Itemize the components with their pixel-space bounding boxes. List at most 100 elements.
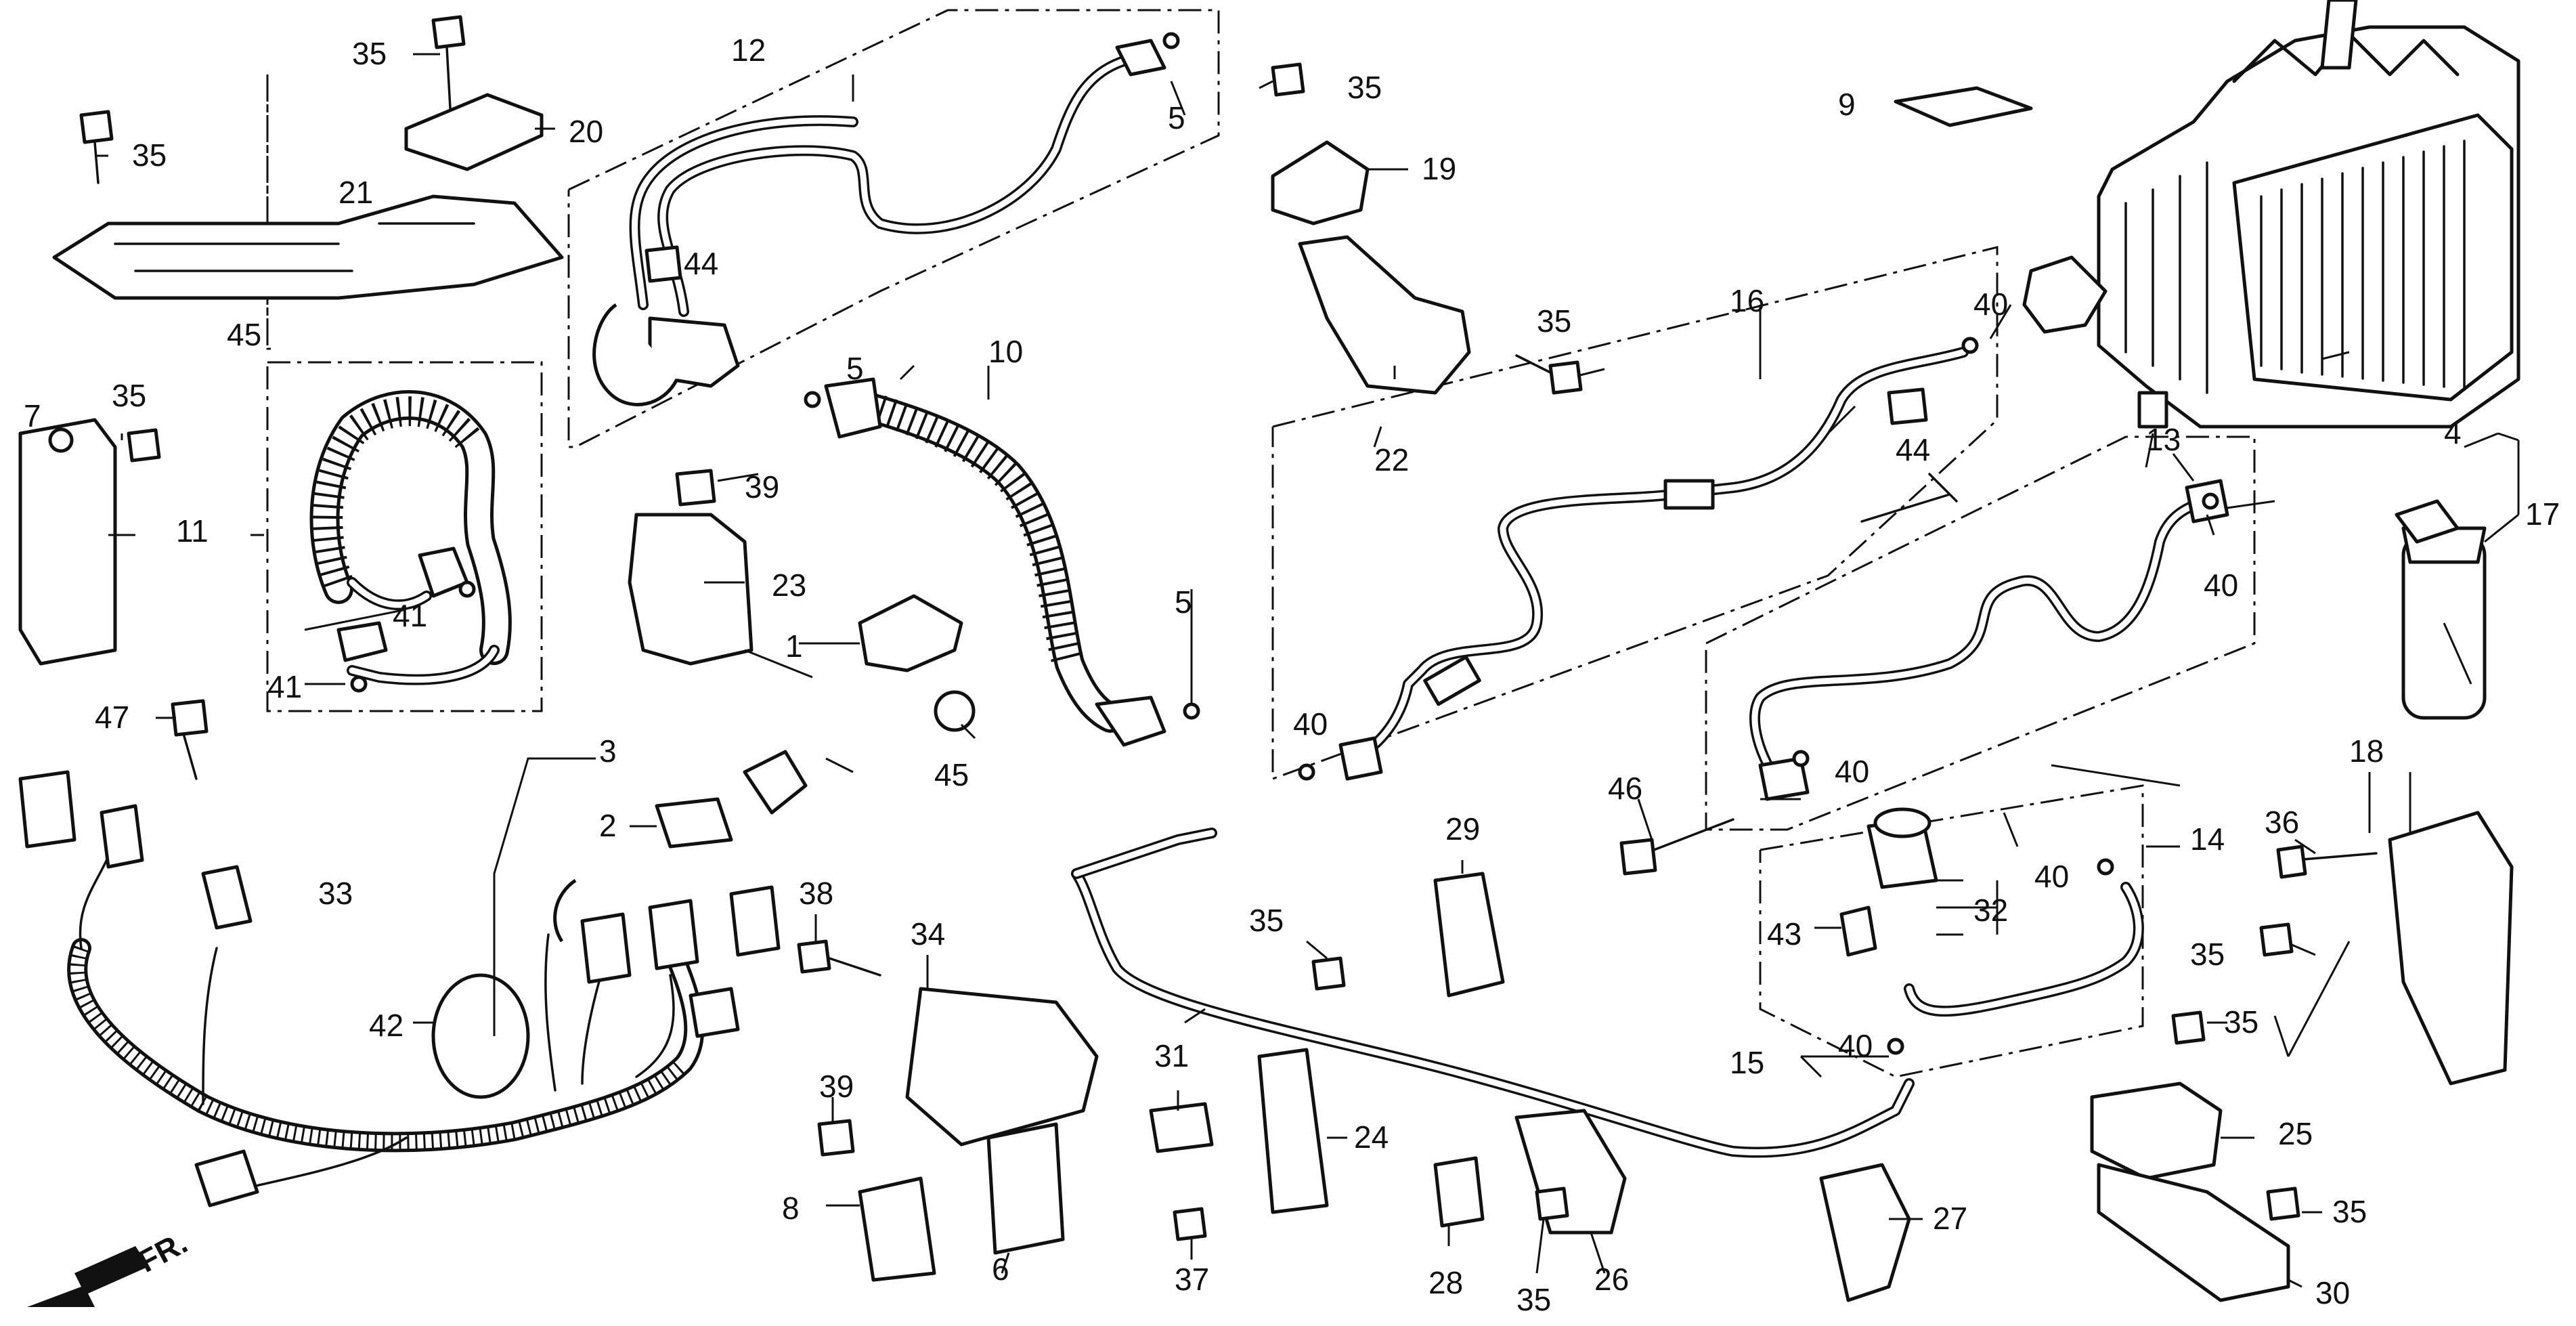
callout-43: 43 xyxy=(1767,916,1802,951)
callout-16: 16 xyxy=(1730,283,1764,318)
bolt-35-group xyxy=(79,15,2300,1221)
callout-3: 3 xyxy=(599,733,617,769)
callout-41: 41 xyxy=(267,669,302,704)
callout-23: 23 xyxy=(772,568,806,603)
callout-40: 40 xyxy=(1973,286,2008,322)
callout-17: 17 xyxy=(2525,496,2560,532)
callout-4: 4 xyxy=(2444,415,2462,450)
bolt-37 xyxy=(1173,1207,1207,1241)
callout-9: 9 xyxy=(1838,87,1856,122)
callout-45: 45 xyxy=(227,317,261,352)
grommet-45 xyxy=(934,690,976,732)
grommet-3 xyxy=(743,750,808,815)
callout-35: 35 xyxy=(352,36,387,71)
bolt-46 xyxy=(1619,838,1657,876)
callout-47: 47 xyxy=(95,700,129,735)
clamp-25 xyxy=(2090,1082,2223,1180)
callout-40: 40 xyxy=(2034,859,2069,894)
callout-5: 5 xyxy=(1168,100,1185,135)
pipe-15 xyxy=(1071,828,1915,1158)
wire-harness xyxy=(18,770,781,1207)
callout-25: 25 xyxy=(2278,1116,2313,1151)
callout-19: 19 xyxy=(1422,151,1456,186)
callout-1: 1 xyxy=(785,628,803,664)
pipe-16 xyxy=(1338,347,1969,781)
bracket-23 xyxy=(628,513,754,666)
front-marker-label: FR. xyxy=(132,1224,193,1279)
label-plate xyxy=(1894,86,2033,127)
callout-44: 44 xyxy=(1896,432,1930,467)
front-arrow: FR. xyxy=(27,1224,193,1307)
callout-20: 20 xyxy=(569,114,603,149)
bracket-34 xyxy=(905,987,1099,1147)
nut-39 xyxy=(675,469,716,507)
bracket-20 xyxy=(404,93,544,171)
callout-10: 10 xyxy=(988,334,1023,369)
callout-14: 14 xyxy=(2190,821,2225,857)
clip-31 xyxy=(1149,1102,1214,1153)
callout-41: 41 xyxy=(393,598,427,633)
clip-43 xyxy=(1839,905,1877,957)
callout-28: 28 xyxy=(1428,1265,1463,1300)
group-box-11 xyxy=(266,361,543,712)
plug-2 xyxy=(655,797,733,849)
callout-13: 13 xyxy=(2146,422,2181,457)
callout-45: 45 xyxy=(934,757,969,792)
callout-5: 5 xyxy=(846,351,864,386)
callout-38: 38 xyxy=(799,876,833,911)
relay-8 xyxy=(858,1176,936,1282)
bracket-26 xyxy=(1514,1109,1627,1235)
callout-39: 39 xyxy=(819,1069,854,1104)
hose-10 xyxy=(824,377,1166,747)
evaporator-unit xyxy=(2022,0,2520,429)
bolt-38 xyxy=(797,939,831,974)
callout-7: 7 xyxy=(24,398,41,433)
callout-40: 40 xyxy=(2204,568,2238,603)
bracket-22 xyxy=(1298,235,1471,395)
pipe-12 xyxy=(592,39,1166,406)
callout-35: 35 xyxy=(2224,1004,2258,1040)
callout-40: 40 xyxy=(1293,706,1328,742)
bracket-27 xyxy=(1819,1163,1911,1302)
callout-5: 5 xyxy=(1175,584,1192,620)
callout-15: 15 xyxy=(1730,1045,1764,1080)
callout-35: 35 xyxy=(1249,903,1284,938)
callout-35: 35 xyxy=(1516,1282,1551,1317)
callout-12: 12 xyxy=(731,33,766,68)
callout-37: 37 xyxy=(1175,1262,1209,1297)
callout-22: 22 xyxy=(1374,442,1409,477)
bracket-18 xyxy=(2388,811,2514,1086)
callout-21: 21 xyxy=(339,175,373,210)
nut-44 xyxy=(645,245,682,283)
bracket-30 xyxy=(2097,1163,2290,1302)
bolt-36 xyxy=(2276,844,2307,879)
callout-6: 6 xyxy=(992,1252,1009,1287)
callout-40: 40 xyxy=(1838,1028,1873,1063)
callout-31: 31 xyxy=(1154,1038,1189,1073)
callout-11: 11 xyxy=(176,513,209,549)
bracket-29 xyxy=(1433,872,1505,998)
callout-2: 2 xyxy=(599,808,617,843)
callout-35: 35 xyxy=(1347,70,1382,105)
callout-39: 39 xyxy=(745,469,779,505)
bolt-47 xyxy=(171,699,209,737)
clamp-42 xyxy=(431,973,530,1099)
callout-24: 24 xyxy=(1354,1119,1389,1155)
callout-18: 18 xyxy=(2349,733,2384,769)
callout-26: 26 xyxy=(1594,1262,1629,1297)
callout-42: 42 xyxy=(369,1008,403,1043)
clamp-1 xyxy=(858,594,963,672)
relay-6 xyxy=(986,1122,1065,1255)
group-box-14 xyxy=(1759,784,2144,1078)
callout-33: 33 xyxy=(318,876,353,911)
group-box-16 xyxy=(1271,246,1999,781)
callout-35: 35 xyxy=(2190,937,2225,972)
callout-30: 30 xyxy=(2315,1275,2350,1310)
callout-27: 27 xyxy=(1933,1201,1967,1236)
callout-labels: 35 35 20 21 12 5 35 19 9 44 45 5 10 35 1… xyxy=(24,33,2560,1317)
receiver-drier xyxy=(2395,499,2487,720)
leader-lines xyxy=(95,53,2520,1288)
clamp-19 xyxy=(1271,140,1370,226)
relay-7 xyxy=(18,418,117,666)
callout-35: 35 xyxy=(132,137,167,173)
